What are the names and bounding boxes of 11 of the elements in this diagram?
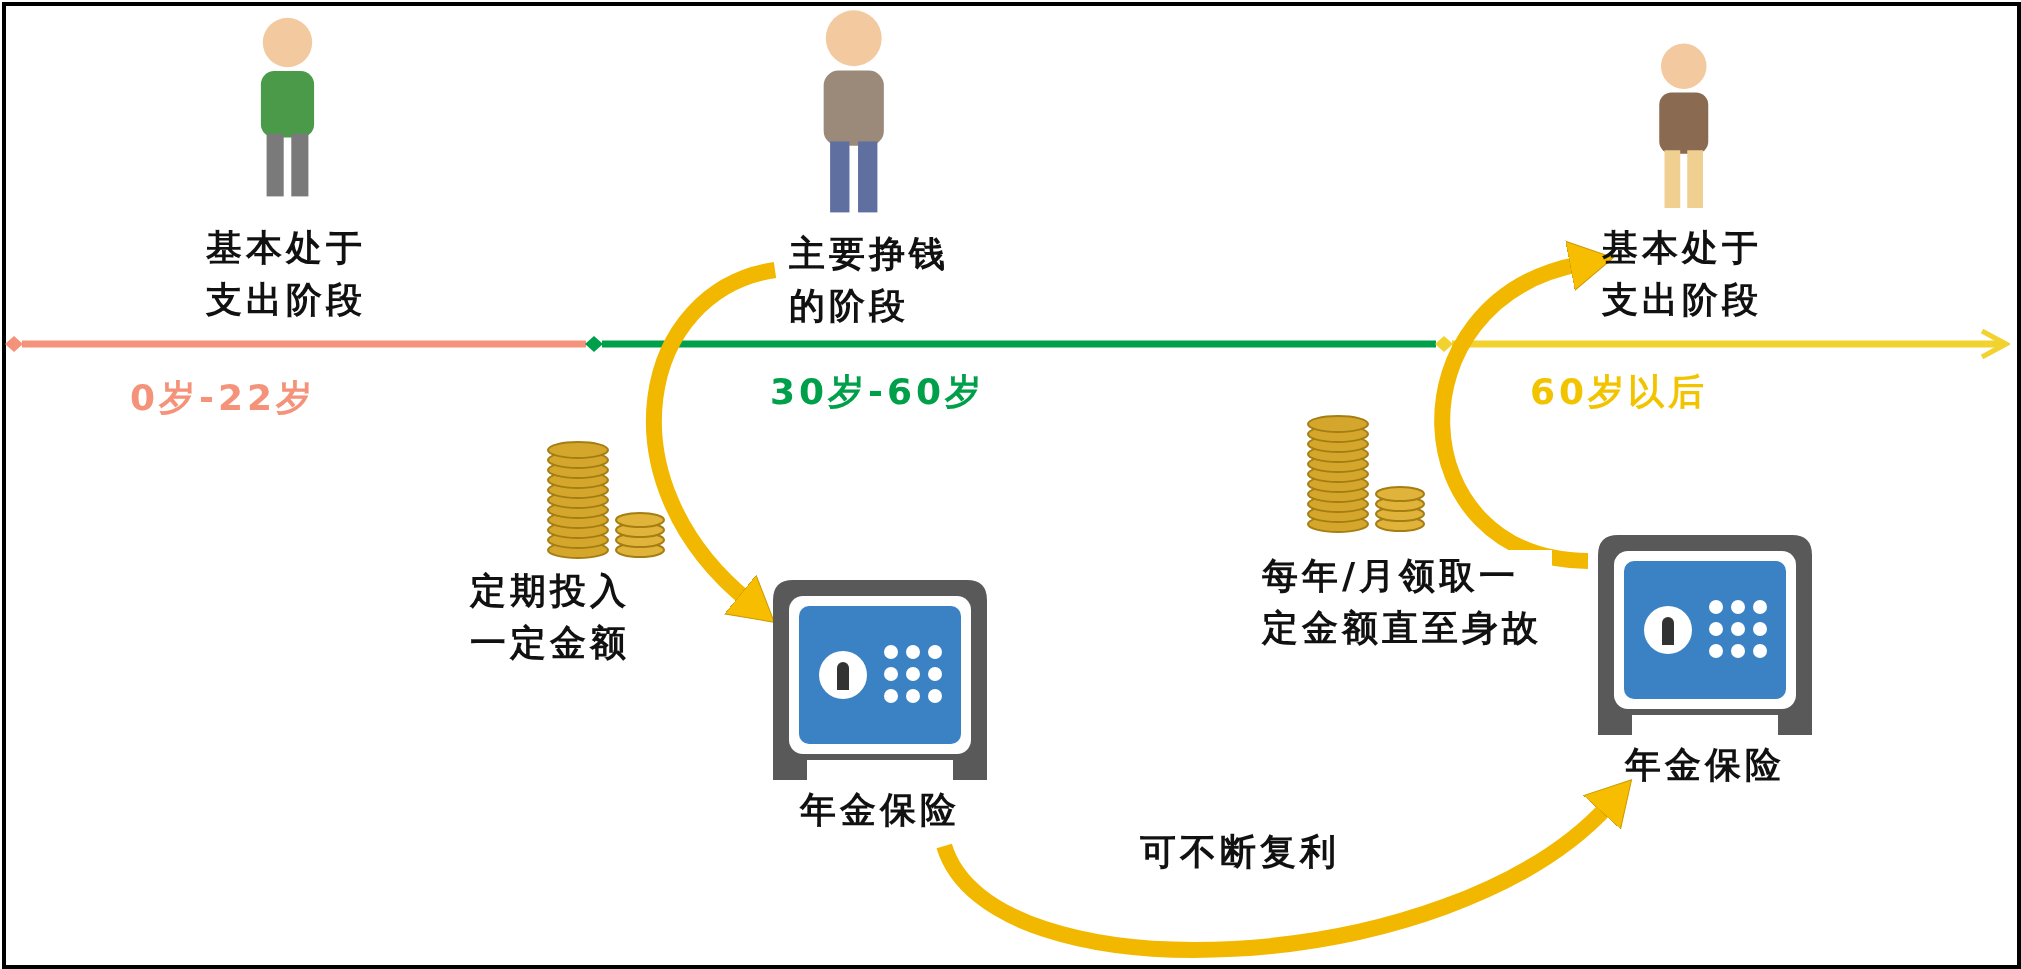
curved-arrow [1434,242,1613,569]
curved-arrow [646,262,778,625]
stage-text: 基本处于支出阶段 [206,222,396,327]
safe-caption: 年金保险 [798,788,961,832]
age-range-label: 0岁-22岁 [130,376,317,420]
age-range-label: 60岁以后 [1530,370,1709,414]
stage-text: 基本处于支出阶段 [1602,222,1792,327]
safe-caption: 年金保险 [1623,743,1786,787]
age-range-label: 30岁-60岁 [770,370,986,414]
stage-text: 主要挣钱的阶段 [789,228,979,333]
curved-arrow [937,781,1635,958]
